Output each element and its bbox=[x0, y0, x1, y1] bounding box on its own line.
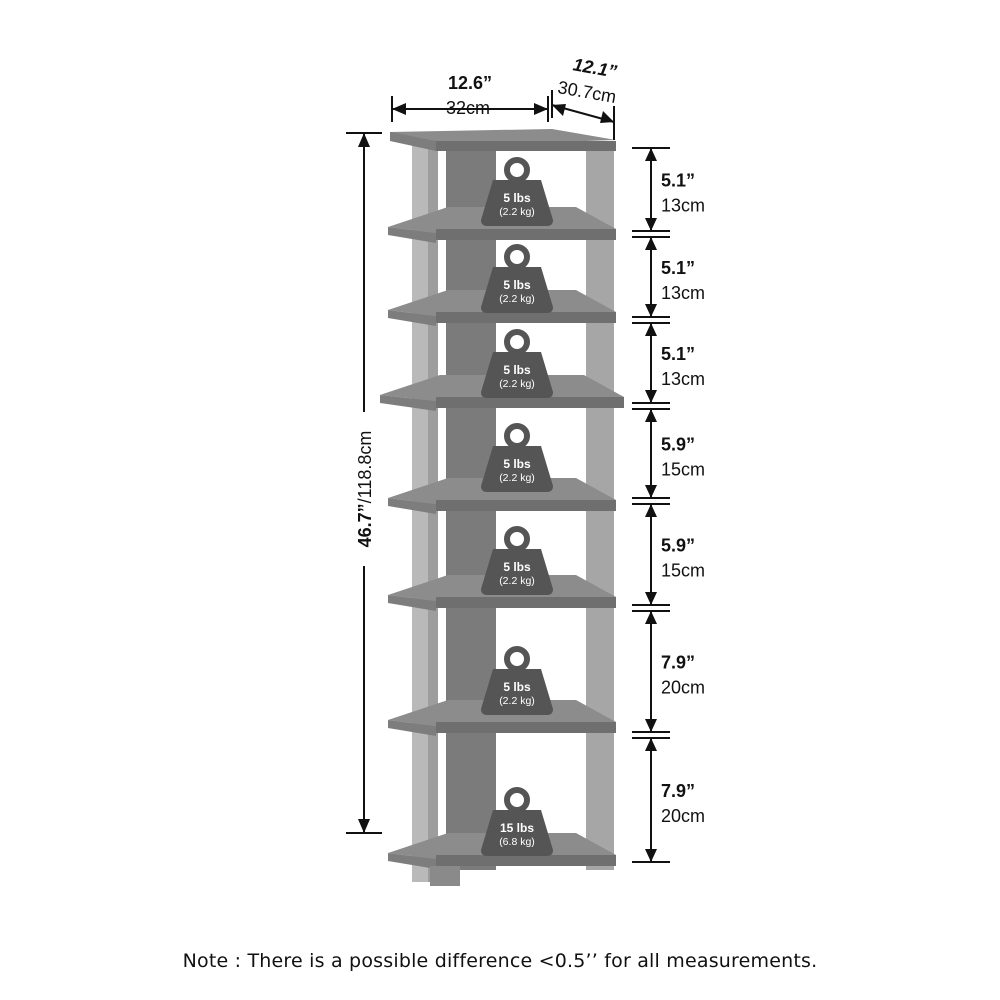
measurement-note: Note : There is a possible difference <0… bbox=[182, 950, 818, 972]
gap-inches-label: 5.1” bbox=[661, 171, 695, 191]
width-inches-label: 12.6” bbox=[448, 73, 492, 93]
kettlebell-weight-icon: 5 lbs(2.2 kg) bbox=[481, 329, 553, 398]
gap-inches-label: 5.1” bbox=[661, 258, 695, 278]
gap-cm-label: 13cm bbox=[661, 369, 705, 389]
gap-cm-label: 20cm bbox=[661, 806, 705, 826]
shelf-gap-dimensions: 5.1” 13cm 5.1” 13cm 5.1” 13cm 5.9” 15cm 5.9” 15cm… bbox=[632, 147, 705, 863]
double-arrow-icon bbox=[645, 738, 657, 751]
double-arrow-icon bbox=[645, 218, 657, 231]
double-arrow-icon bbox=[552, 104, 566, 116]
double-arrow-icon bbox=[392, 103, 406, 115]
double-arrow-icon bbox=[645, 148, 657, 161]
shelf-gap-dimension: 5.1” 13cm bbox=[645, 323, 705, 403]
kettlebell-weight-icon: 5 lbs(2.2 kg) bbox=[481, 157, 553, 226]
depth-cm-label: 30.7cm bbox=[556, 77, 618, 107]
double-arrow-icon bbox=[645, 304, 657, 317]
double-arrow-icon bbox=[358, 133, 370, 147]
gap-inches-label: 7.9” bbox=[661, 781, 695, 801]
double-arrow-icon bbox=[645, 719, 657, 732]
height-inches-label: 46.7” bbox=[355, 503, 375, 547]
shelf-gap-dimension: 5.1” 13cm bbox=[645, 148, 705, 231]
shelf-load-kg: (2.2 kg) bbox=[499, 206, 535, 218]
weight-badges: 5 lbs(2.2 kg)5 lbs(2.2 kg)5 lbs(2.2 kg)5… bbox=[481, 157, 553, 856]
double-arrow-icon bbox=[645, 611, 657, 624]
shelf-load-lbs: 5 lbs bbox=[503, 457, 531, 471]
gap-inches-label: 5.9” bbox=[661, 536, 695, 556]
shelf-load-lbs: 15 lbs bbox=[500, 821, 534, 835]
double-arrow-icon bbox=[645, 504, 657, 517]
gap-inches-label: 5.1” bbox=[661, 344, 695, 364]
shelf-load-lbs: 5 lbs bbox=[503, 560, 531, 574]
gap-cm-label: 13cm bbox=[661, 283, 705, 303]
shelf-load-kg: (2.2 kg) bbox=[499, 472, 535, 484]
kettlebell-weight-icon: 5 lbs(2.2 kg) bbox=[481, 244, 553, 313]
double-arrow-icon bbox=[645, 390, 657, 403]
gap-inches-label: 7.9” bbox=[661, 653, 695, 673]
shelf-gap-dimension: 7.9” 20cm bbox=[645, 738, 705, 862]
double-arrow-icon bbox=[600, 111, 614, 123]
gap-cm-label: 15cm bbox=[661, 460, 705, 480]
double-arrow-icon bbox=[534, 103, 548, 115]
double-arrow-icon bbox=[645, 237, 657, 250]
gap-cm-label: 20cm bbox=[661, 678, 705, 698]
gap-cm-label: 13cm bbox=[661, 196, 705, 216]
shelf-load-lbs: 5 lbs bbox=[503, 278, 531, 292]
kettlebell-weight-icon: 5 lbs(2.2 kg) bbox=[481, 526, 553, 595]
kettlebell-weight-icon: 5 lbs(2.2 kg) bbox=[481, 646, 553, 715]
shelf-load-kg: (2.2 kg) bbox=[499, 293, 535, 305]
shelf-gap-dimension: 5.1” 13cm bbox=[645, 237, 705, 317]
shelf-gap-dimension: 5.9” 15cm bbox=[645, 504, 705, 605]
kettlebell-weight-icon: 15 lbs(6.8 kg) bbox=[481, 787, 553, 856]
shelf-gap-dimension: 7.9” 20cm bbox=[645, 611, 705, 732]
shelf-load-kg: (2.2 kg) bbox=[499, 695, 535, 707]
shelf-load-lbs: 5 lbs bbox=[503, 680, 531, 694]
shoe-rack-illustration: 5 lbs(2.2 kg)5 lbs(2.2 kg)5 lbs(2.2 kg)5… bbox=[380, 129, 624, 886]
shelf-load-kg: (2.2 kg) bbox=[499, 378, 535, 390]
gap-inches-label: 5.9” bbox=[661, 435, 695, 455]
shelf-load-lbs: 5 lbs bbox=[503, 191, 531, 205]
double-arrow-icon bbox=[645, 485, 657, 498]
height-label: 46.7”/118.8cm bbox=[355, 431, 375, 548]
width-cm-label: 32cm bbox=[446, 98, 490, 118]
gap-cm-label: 15cm bbox=[661, 561, 705, 581]
left-post-side bbox=[412, 142, 428, 882]
double-arrow-icon bbox=[645, 849, 657, 862]
shelf-load-kg: (2.2 kg) bbox=[499, 575, 535, 587]
shelf-load-kg: (6.8 kg) bbox=[499, 836, 535, 848]
dimension-annotations: 12.6” 32cm 12.1” 30.7cm 46.7”/118.8cm 5.… bbox=[346, 54, 705, 863]
double-arrow-icon bbox=[645, 409, 657, 422]
shelf-board bbox=[390, 129, 616, 151]
shelf-load-lbs: 5 lbs bbox=[503, 363, 531, 377]
double-arrow-icon bbox=[645, 323, 657, 336]
foot bbox=[430, 866, 460, 886]
left-post-front bbox=[428, 148, 438, 882]
height-cm-label: /118.8cm bbox=[355, 431, 375, 504]
shelf-gap-dimension: 5.9” 15cm bbox=[645, 409, 705, 498]
depth-inches-label: 12.1” bbox=[572, 54, 619, 81]
double-arrow-icon bbox=[645, 592, 657, 605]
double-arrow-icon bbox=[358, 819, 370, 833]
kettlebell-weight-icon: 5 lbs(2.2 kg) bbox=[481, 423, 553, 492]
